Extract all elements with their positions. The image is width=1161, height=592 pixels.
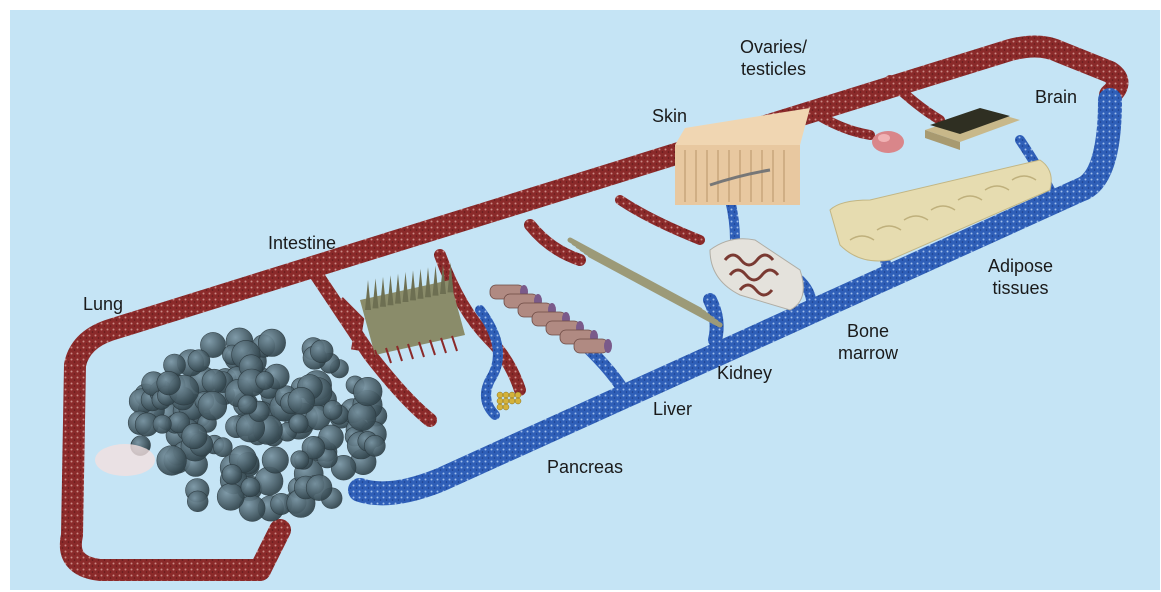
- organ-on-chip-illustration: [10, 10, 1160, 590]
- bone-marrow-organ: [710, 239, 803, 310]
- label-kidney: Kidney: [717, 362, 772, 384]
- label-pancreas: Pancreas: [547, 456, 623, 478]
- label-adipose-tissues: Adipose tissues: [988, 255, 1053, 299]
- label-brain: Brain: [1035, 86, 1077, 108]
- ovaries-organ: [872, 131, 904, 153]
- label-lung: Lung: [83, 293, 123, 315]
- label-bone-marrow: Bone marrow: [838, 320, 898, 364]
- label-skin: Skin: [652, 105, 687, 127]
- diagram-panel: Lung Intestine Skin Ovaries/ testicles B…: [10, 10, 1160, 590]
- kidney-organ: [570, 240, 720, 325]
- skin-organ: [675, 108, 810, 205]
- lung-organ: [128, 328, 387, 522]
- liver-organ: [490, 285, 612, 353]
- intestine-organ: [360, 262, 465, 365]
- label-ovaries-testicles: Ovaries/ testicles: [740, 36, 807, 80]
- pancreas-organ: [497, 392, 521, 410]
- label-intestine: Intestine: [268, 232, 336, 254]
- label-liver: Liver: [653, 398, 692, 420]
